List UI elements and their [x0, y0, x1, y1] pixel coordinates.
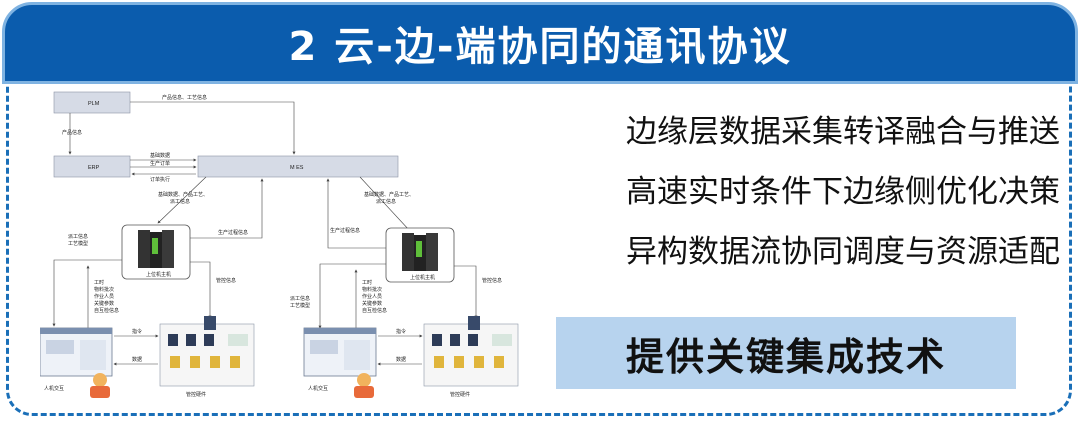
work-left-2: 物料批次 [94, 286, 114, 293]
work-left-3: 作业人员 [94, 293, 114, 300]
control-right: 管控信息 [482, 277, 502, 284]
work-right-3: 作业人员 [362, 293, 382, 300]
host-left-mes-arrow [190, 178, 264, 239]
mes-host-right-arrow [359, 176, 411, 232]
plm-mes-label: 产品信息、工艺信息 [162, 94, 207, 101]
mes-label: M ES [290, 165, 304, 171]
hw-left-label: 管控硬件 [186, 391, 206, 398]
erp-mes-label-1: 基础数据 [150, 152, 170, 159]
erp-mes-label-2: 生产订单 [150, 160, 170, 167]
plm-erp-label: 产品信息 [62, 129, 82, 136]
work-left-1: 工时 [94, 279, 104, 286]
dispatch-right-2: 工艺模型 [290, 302, 310, 309]
key-tech-label: 提供关键集成技术 [625, 334, 946, 379]
hmi-left-label: 人机交互 [44, 385, 64, 392]
plm-box [53, 91, 131, 114]
control-left: 管控信息 [216, 277, 236, 284]
work-left-4: 关键参数 [94, 300, 114, 307]
work-right-5: 自互检信息 [362, 307, 387, 314]
key-tech-box: 提供关键集成技术 [556, 317, 1016, 389]
cmd-left-label: 指令 [132, 328, 142, 335]
controller-right-icon [423, 316, 519, 387]
operator-left-icon [90, 373, 110, 398]
plm-label: PLM [88, 101, 100, 107]
dispatch-left-2: 工艺模型 [68, 240, 88, 247]
host-left-server-icon [121, 224, 191, 280]
erp-box [53, 155, 131, 178]
erp-mes-label-3: 订单执行 [150, 176, 170, 183]
hmi-right-screen-icon [303, 327, 377, 377]
mes-down-left-2: 派工信息 [170, 198, 190, 205]
hmi-right-label: 人机交互 [308, 385, 328, 392]
title-banner: 2 云-边-端协同的通讯协议 [2, 2, 1078, 84]
host-right-dispatch-arrow [318, 263, 386, 329]
mes-down-right-2: 派工信息 [376, 198, 396, 205]
host-right-label: 上位机主机 [410, 274, 435, 281]
feature-list: 边缘层数据采集转译融合与推送 高速实时条件下边缘侧优化决策 异构数据流协同调度与… [520, 106, 1060, 286]
cmd-right-label: 指令 [396, 328, 406, 335]
host-left-control-arrow [190, 261, 212, 319]
host-right-server-icon [385, 227, 455, 283]
feature-item: 异构数据流协同调度与资源适配 [626, 234, 1060, 270]
mes-down-left-1: 基础数据、产品工艺、 [158, 191, 208, 198]
feature-item: 高速实时条件下边缘侧优化决策 [626, 174, 1060, 210]
work-left-5: 自互检信息 [94, 307, 119, 314]
mes-box [197, 155, 399, 178]
data-right-label: 数据 [396, 356, 406, 363]
controller-left-icon [159, 316, 255, 387]
data-left-label: 数据 [132, 356, 142, 363]
architecture-diagram: PLM ERP M ES 产品信息、工艺信息 产品信息 基础数据 生产订单 订单… [40, 91, 519, 398]
host-left-label: 上位机主机 [146, 271, 171, 278]
host-right-mes-arrow [326, 178, 386, 249]
process-info-right: 生产过程信息 [330, 227, 360, 234]
mes-down-right-1: 基础数据、产品工艺、 [364, 191, 414, 198]
work-right-1: 工时 [362, 279, 372, 286]
operator-right-icon [354, 373, 374, 398]
page-title: 2 云-边-端协同的通讯协议 [288, 24, 792, 70]
plm-mes-arrow [130, 101, 296, 155]
host-left-dispatch-arrow [52, 259, 122, 327]
hw-right-label: 管控硬件 [450, 391, 470, 398]
erp-label: ERP [88, 165, 100, 171]
dispatch-right-1: 派工信息 [290, 295, 310, 302]
mes-host-left-arrow [157, 176, 207, 224]
dispatch-left-1: 派工信息 [68, 233, 88, 240]
process-info-left: 生产过程信息 [218, 229, 248, 236]
work-right-2: 物料批次 [362, 286, 382, 293]
host-right-control-arrow [454, 265, 478, 319]
work-right-4: 关键参数 [362, 300, 382, 307]
hmi-left-screen-icon [40, 327, 113, 377]
feature-item: 边缘层数据采集转译融合与推送 [626, 114, 1060, 150]
